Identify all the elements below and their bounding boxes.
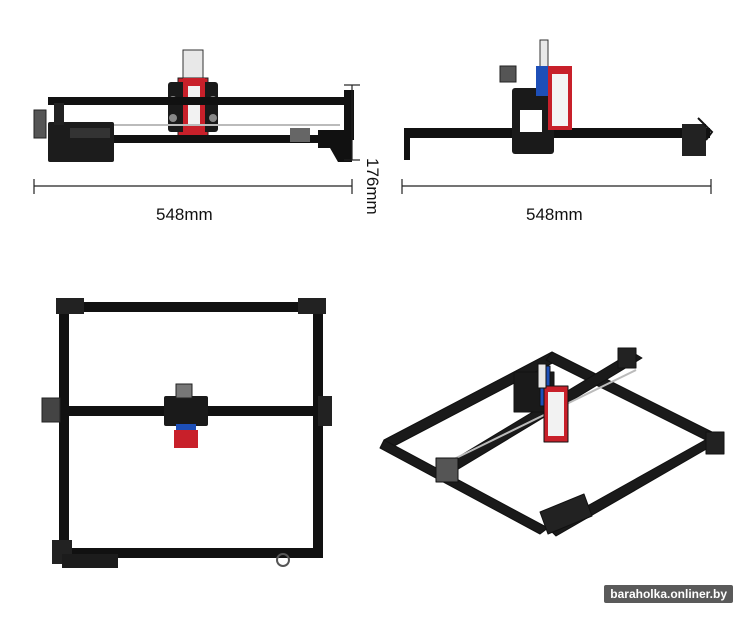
height-dimension-line bbox=[344, 84, 360, 161]
front-height-label: 176mm bbox=[363, 158, 382, 215]
front-width-label: 548mm bbox=[156, 205, 213, 224]
isometric-view bbox=[379, 347, 725, 537]
side-view bbox=[404, 39, 714, 160]
front-width-dimension-line bbox=[33, 179, 353, 194]
top-view bbox=[41, 298, 332, 568]
front-view bbox=[33, 49, 354, 162]
side-width-dimension-line bbox=[401, 179, 712, 194]
watermark-badge: baraholka.onliner.by bbox=[604, 585, 733, 603]
side-width-label: 548mm bbox=[526, 205, 583, 224]
